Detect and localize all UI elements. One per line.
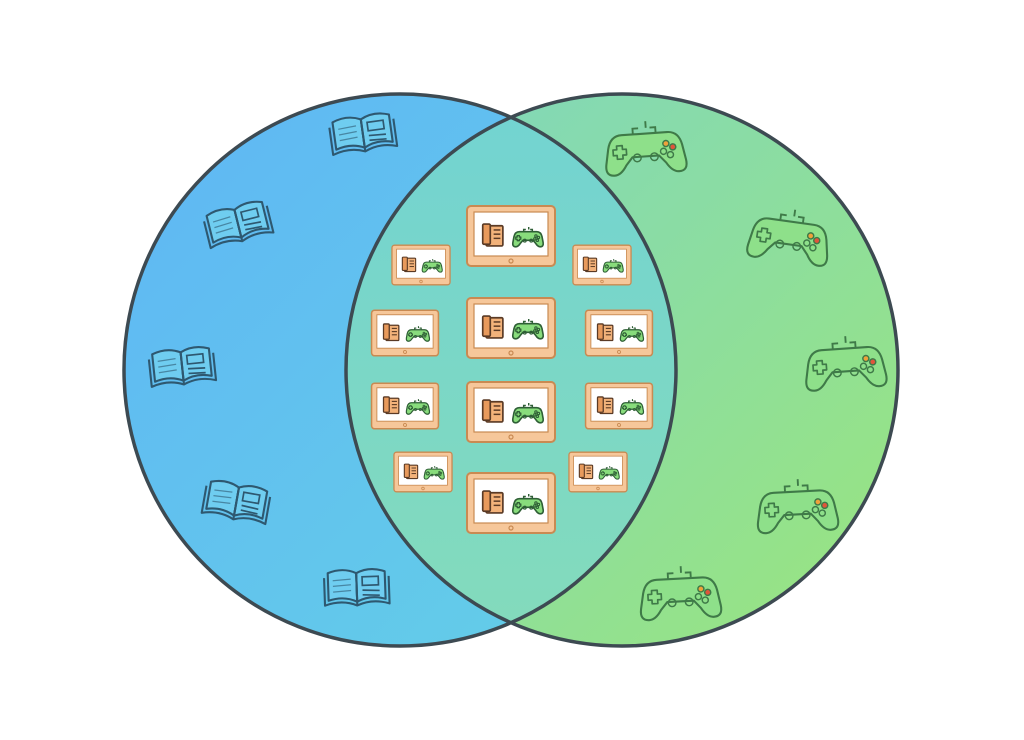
tablet-book-gamepad-icon <box>370 309 440 357</box>
tablet-book-gamepad-icon <box>572 244 632 286</box>
tablet-book-gamepad-icon <box>391 244 451 286</box>
tablet-book-gamepad-icon <box>568 451 628 493</box>
tablet-book-gamepad-icon <box>466 205 556 267</box>
gamepad-icon <box>746 209 829 267</box>
gamepad-icon <box>605 121 688 177</box>
gamepad-icon <box>756 479 840 535</box>
book-icon <box>328 112 399 157</box>
book-icon <box>200 479 272 526</box>
tablet-book-gamepad-icon <box>466 381 556 443</box>
book-icon <box>147 345 218 388</box>
book-icon <box>323 568 391 607</box>
tablet-book-gamepad-icon <box>370 382 440 430</box>
left-set-outline <box>122 92 678 648</box>
tablet-book-gamepad-icon <box>466 297 556 359</box>
tablet-book-gamepad-icon <box>584 382 654 430</box>
gamepad-icon <box>639 566 723 622</box>
tablet-book-gamepad-icon <box>584 309 654 357</box>
tablet-book-gamepad-icon <box>466 472 556 534</box>
book-icon <box>203 200 275 250</box>
gamepad-icon <box>805 336 888 392</box>
tablet-book-gamepad-icon <box>393 451 453 493</box>
icon-layer <box>147 112 888 622</box>
right-set-outline <box>344 92 900 648</box>
